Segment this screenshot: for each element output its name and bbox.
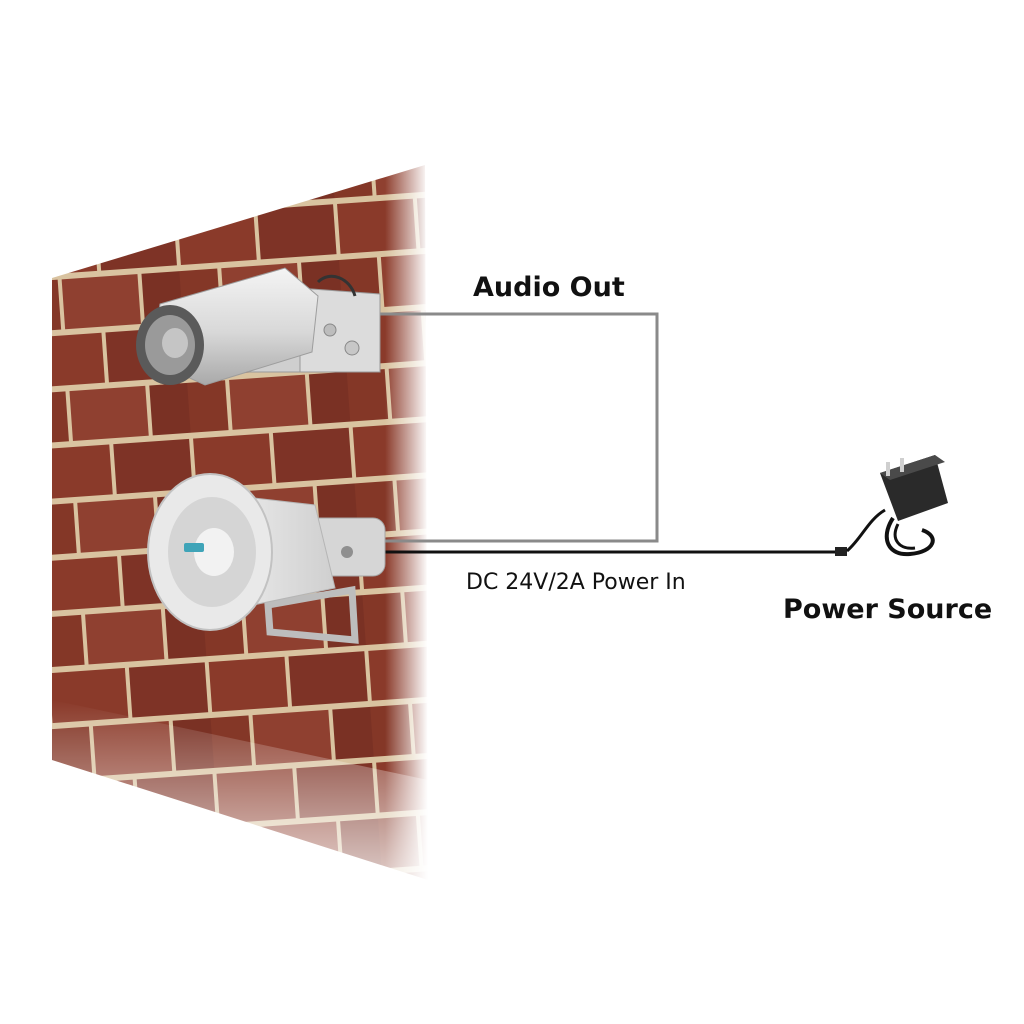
- audio-out-wire: [380, 312, 659, 543]
- horn-speaker-icon: [147, 473, 386, 644]
- power-source-label: Power Source: [783, 594, 993, 625]
- power-in-label: DC 24V/2A Power In: [466, 570, 686, 595]
- power-adapter-icon: [846, 455, 948, 557]
- ip-camera-icon: [136, 267, 381, 386]
- power-in-wire: [383, 547, 847, 556]
- audio-out-label: Audio Out: [473, 272, 625, 303]
